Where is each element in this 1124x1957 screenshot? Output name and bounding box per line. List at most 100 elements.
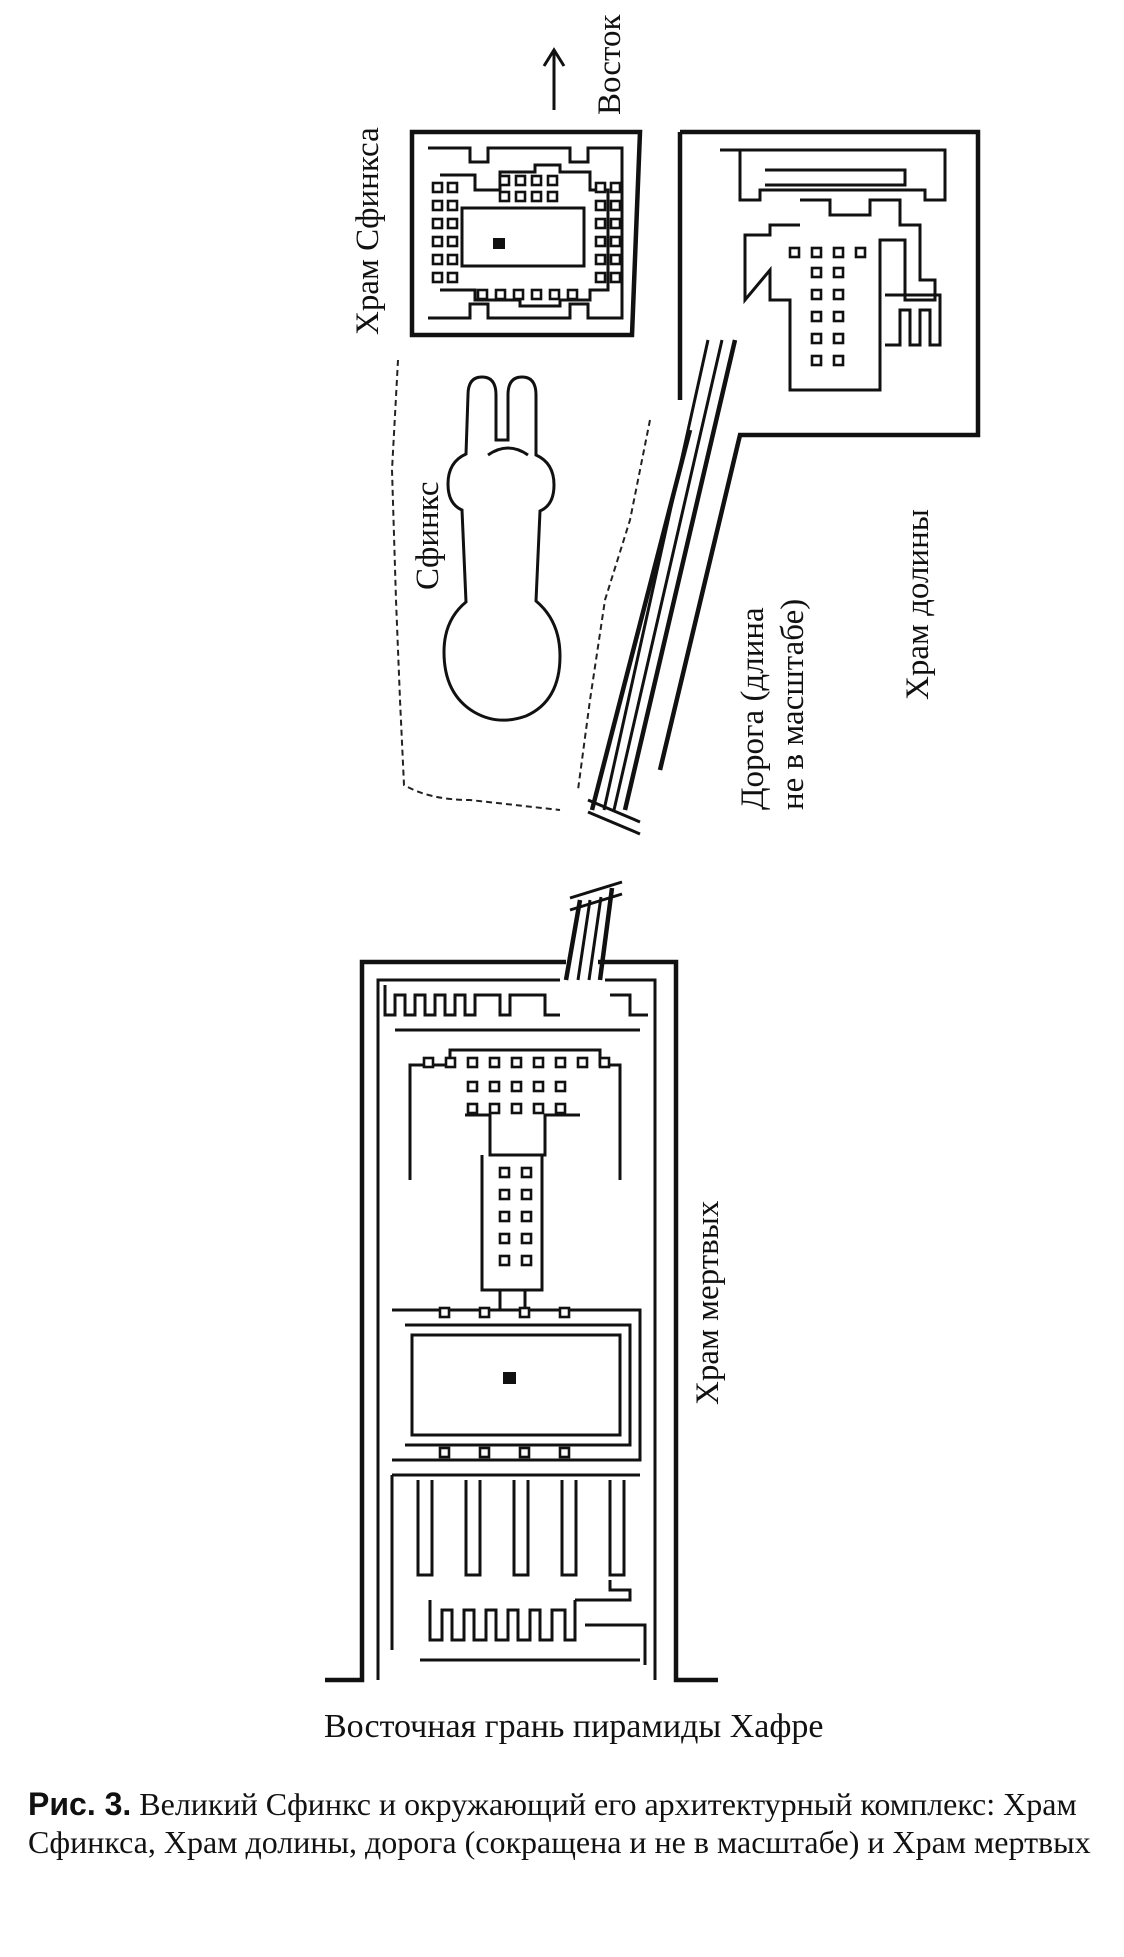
pillar xyxy=(466,1056,479,1069)
pillar xyxy=(609,217,622,230)
figure-number: Рис. 3. xyxy=(28,1786,132,1822)
pillar xyxy=(832,246,845,259)
pillar xyxy=(530,174,543,187)
pillar xyxy=(810,354,823,367)
pillar xyxy=(594,271,607,284)
pillar xyxy=(431,253,444,266)
pillar xyxy=(520,1188,533,1201)
pillar xyxy=(810,332,823,345)
figure-caption-text: Великий Сфинкс и окружающий его архитект… xyxy=(28,1786,1091,1860)
pillar xyxy=(498,1254,511,1267)
pillar xyxy=(446,199,459,212)
pillar xyxy=(431,199,444,212)
pillar xyxy=(594,235,607,248)
pillar xyxy=(594,199,607,212)
pillar xyxy=(810,310,823,323)
sphinx-statue xyxy=(442,375,562,722)
altar-mortuary-temple xyxy=(503,1372,516,1384)
east-label: Восток xyxy=(592,14,628,115)
sphinx-label: Сфинкс xyxy=(410,481,446,590)
figure-caption: Рис. 3. Великий Сфинкс и окружающий его … xyxy=(28,1785,1098,1861)
bottom-caption: Восточная грань пирамиды Хафре xyxy=(324,1708,824,1745)
pillar xyxy=(566,288,579,301)
pillar xyxy=(438,1306,451,1319)
causeway-label-line2: не в масштабе) xyxy=(775,599,811,810)
pillar xyxy=(532,1080,545,1093)
pillar xyxy=(520,1254,533,1267)
pillar xyxy=(832,288,845,301)
pillar xyxy=(498,1232,511,1245)
east-arrow xyxy=(542,47,566,110)
pillar xyxy=(558,1446,571,1459)
pillar xyxy=(609,235,622,248)
pillar xyxy=(832,310,845,323)
pillar xyxy=(446,181,459,194)
mortuary-temple-pillars xyxy=(422,1056,611,1459)
pillar xyxy=(498,1210,511,1223)
sphinx-temple-pillars xyxy=(431,174,622,301)
pillar xyxy=(554,1056,567,1069)
pillar xyxy=(431,181,444,194)
pillar xyxy=(478,1306,491,1319)
pillar xyxy=(494,288,507,301)
valley-temple-pillars xyxy=(788,246,867,367)
pillar xyxy=(446,235,459,248)
pillar xyxy=(518,1306,531,1319)
pillar xyxy=(810,288,823,301)
pillar xyxy=(594,253,607,266)
pillar xyxy=(609,199,622,212)
pillar xyxy=(512,288,525,301)
pillar xyxy=(832,266,845,279)
pillar xyxy=(498,1188,511,1201)
pillar xyxy=(520,1210,533,1223)
pillar xyxy=(431,235,444,248)
pillar xyxy=(548,288,561,301)
pillar xyxy=(532,1102,545,1115)
mortuary-temple-label: Храм мертвых xyxy=(690,1200,726,1405)
pillar xyxy=(832,354,845,367)
pillar xyxy=(609,181,622,194)
pillar xyxy=(594,217,607,230)
pillar xyxy=(446,217,459,230)
pillar xyxy=(444,1056,457,1069)
pillar xyxy=(518,1446,531,1459)
pillar xyxy=(488,1080,501,1093)
valley-temple-label: Храм долины xyxy=(900,509,936,700)
pillar xyxy=(558,1306,571,1319)
pillar xyxy=(498,190,511,203)
pillar xyxy=(554,1080,567,1093)
pillar xyxy=(788,246,801,259)
pillar xyxy=(431,271,444,284)
pillar xyxy=(576,1056,589,1069)
pillar xyxy=(466,1080,479,1093)
causeway-label-line1: Дорога (длина xyxy=(735,607,771,810)
pillar xyxy=(510,1080,523,1093)
causeway xyxy=(563,339,738,981)
mortuary-temple-plan xyxy=(325,959,718,1683)
pillar xyxy=(476,288,489,301)
sphinx-temple-plan xyxy=(409,129,643,338)
pillar xyxy=(520,1232,533,1245)
pillar xyxy=(854,246,867,259)
pillar xyxy=(546,174,559,187)
pillar xyxy=(609,271,622,284)
pillar xyxy=(530,288,543,301)
pillar xyxy=(498,1166,511,1179)
pillar xyxy=(498,174,511,187)
pillar xyxy=(609,253,622,266)
pillar xyxy=(446,253,459,266)
pillar xyxy=(514,190,527,203)
pillar xyxy=(810,266,823,279)
pillar xyxy=(594,181,607,194)
pillar xyxy=(438,1446,451,1459)
pillar xyxy=(431,217,444,230)
pillar xyxy=(466,1102,479,1115)
pillar xyxy=(488,1102,501,1115)
pillar xyxy=(514,174,527,187)
pillar xyxy=(546,190,559,203)
pillar xyxy=(488,1056,501,1069)
pillar xyxy=(478,1446,491,1459)
pillar xyxy=(532,1056,545,1069)
sphinx-temple-label: Храм Сфинкса xyxy=(350,127,386,335)
